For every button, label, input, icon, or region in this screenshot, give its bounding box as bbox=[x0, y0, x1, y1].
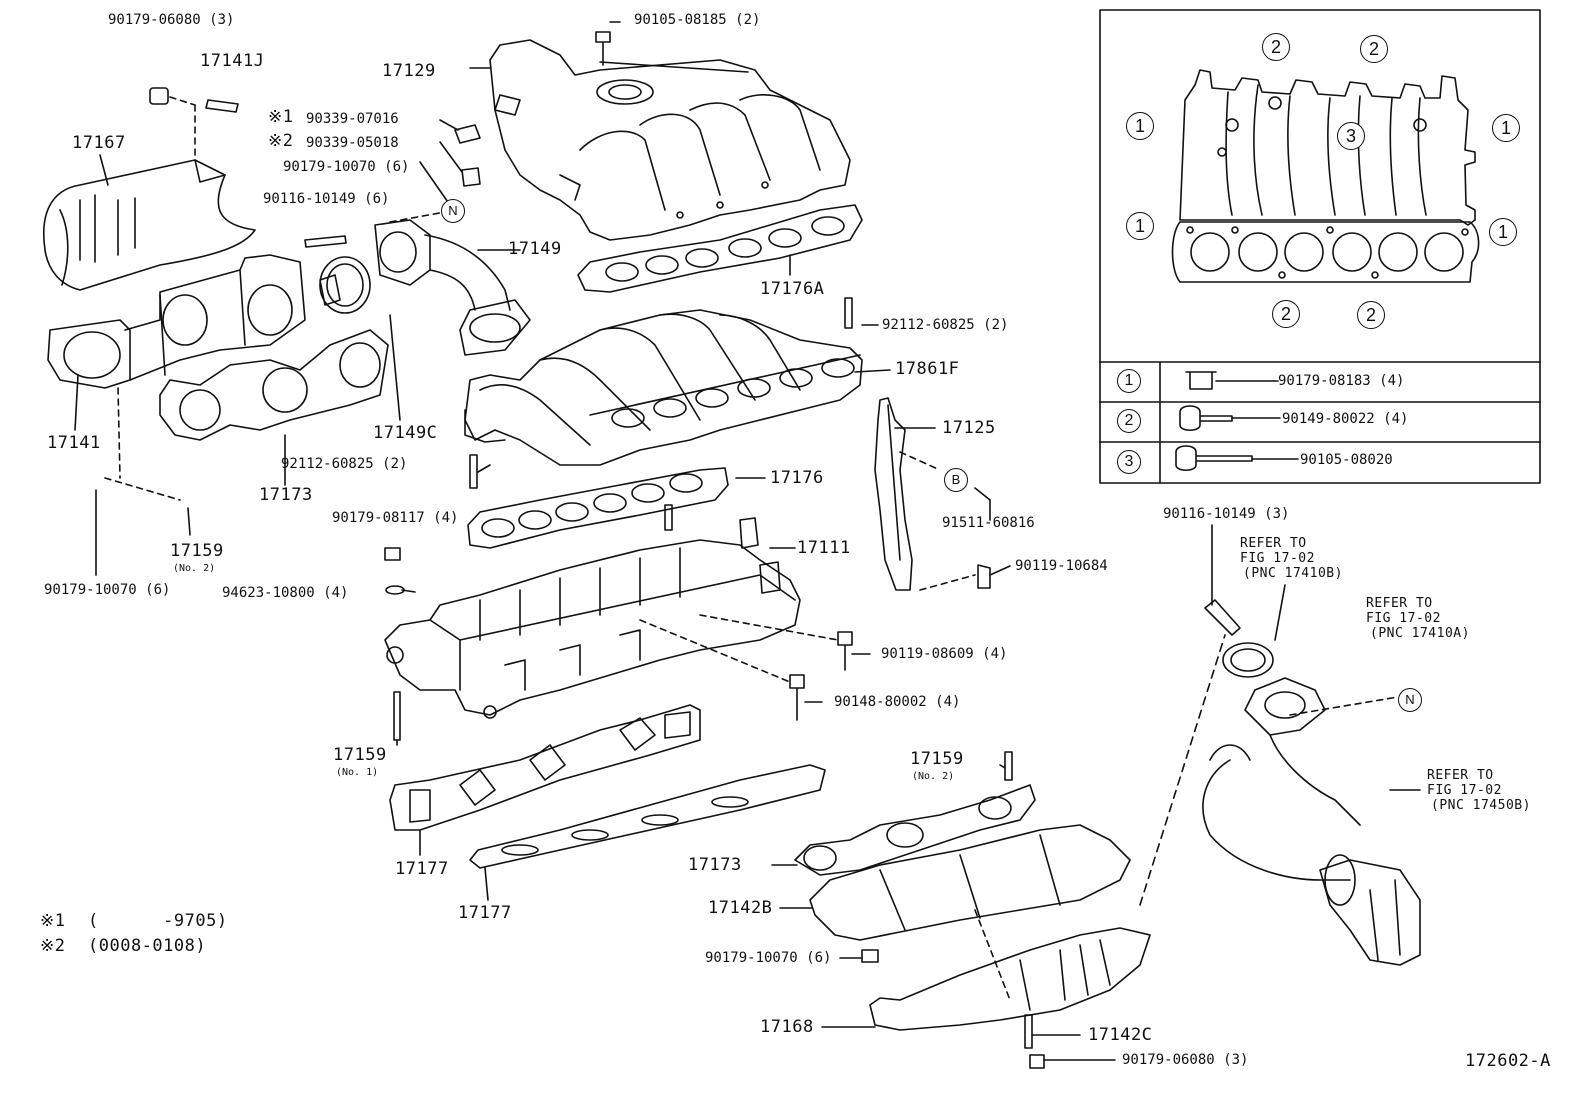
note-1-range: ( -9705) bbox=[88, 911, 228, 931]
inset-marker-3: 3 bbox=[1337, 122, 1365, 150]
pipe-17149-art bbox=[374, 219, 531, 356]
refer-note-2-line-3: (PNC 17410A) bbox=[1370, 626, 1470, 641]
gasket-17176A-art bbox=[577, 204, 863, 293]
callout-17173-a: 17173 bbox=[259, 485, 313, 505]
inset-marker-1: 1 bbox=[1492, 114, 1520, 142]
callout-17177-a: 17177 bbox=[395, 859, 449, 879]
legend-part-2: 90149-80022 (4) bbox=[1282, 411, 1409, 427]
callout-17177-b: 17177 bbox=[458, 903, 512, 923]
callout-94623-10800: 94623-10800 (4) bbox=[222, 585, 349, 601]
connection-mark-N-right: N bbox=[1398, 688, 1422, 712]
nut-90179-06080-art bbox=[149, 87, 169, 105]
callout-17159-no1: 17159 bbox=[333, 745, 387, 765]
connection-mark-B: B bbox=[944, 468, 968, 492]
callout-92112-60825-a: 92112-60825 (2) bbox=[882, 317, 1009, 333]
heat-insulator-17167-art bbox=[43, 159, 256, 291]
callout-17159-no2-right-sub: (No. 2) bbox=[912, 771, 955, 782]
callout-90148-80002: 90148-80002 (4) bbox=[834, 694, 961, 710]
callout-17159-no2-left-sub: (No. 2) bbox=[173, 563, 216, 574]
callout-90179-06080-bottom: 90179-06080 (3) bbox=[1122, 1052, 1249, 1068]
callout-17125: 17125 bbox=[942, 418, 996, 438]
note-2-range: (0008-0108) bbox=[88, 936, 207, 956]
heat-insulator-17168-art bbox=[869, 927, 1151, 1031]
legend-part-1: 90179-08183 (4) bbox=[1278, 373, 1405, 389]
callout-17861F: 17861F bbox=[895, 359, 960, 379]
callout-90179-06080-top: 90179-06080 (3) bbox=[108, 12, 235, 28]
gasket-17173-art bbox=[159, 329, 389, 441]
callout-17142C: 17142C bbox=[1088, 1025, 1153, 1045]
inset-marker-1: 1 bbox=[1489, 218, 1517, 246]
refer-note-3-line-3: (PNC 17450B) bbox=[1431, 798, 1531, 813]
inset-marker-1: 1 bbox=[1126, 212, 1154, 240]
callout-90179-10070-a: 90179-10070 (6) bbox=[283, 159, 410, 175]
connection-mark-N-left: N bbox=[441, 199, 465, 223]
note-1-symbol: ※1 bbox=[40, 911, 66, 931]
callout-91511-60816: 91511-60816 bbox=[942, 515, 1035, 531]
callout-90179-08117: 90179-08117 (4) bbox=[332, 510, 459, 526]
callout-17173-b: 17173 bbox=[688, 855, 742, 875]
inset-marker-2: 2 bbox=[1357, 301, 1385, 329]
gasket-17149C-art bbox=[319, 256, 371, 314]
callout-17141J: 17141J bbox=[200, 51, 265, 71]
legend-key-1: 1 bbox=[1117, 369, 1141, 393]
callout-90119-10684: 90119-10684 bbox=[1015, 558, 1108, 574]
callout-17149: 17149 bbox=[508, 239, 562, 259]
callout-17149C: 17149C bbox=[373, 423, 438, 443]
refer-note-3-line-2: FIG 17-02 bbox=[1427, 783, 1502, 798]
callout-90105-08185: 90105-08185 (2) bbox=[634, 12, 761, 28]
legend-key-3: 3 bbox=[1117, 450, 1141, 474]
diagram-id: 172602-A bbox=[1465, 1051, 1551, 1071]
refer-note-1-line-1: REFER TO bbox=[1240, 536, 1307, 551]
callout-17159-no2-left: 17159 bbox=[170, 541, 224, 561]
gasket-17177-art bbox=[389, 704, 826, 869]
callout-92112-60825-b: 92112-60825 (2) bbox=[281, 456, 408, 472]
stud-17141J-art bbox=[205, 99, 239, 113]
inset-marker-2: 2 bbox=[1360, 35, 1388, 63]
note-2-symbol: ※2 bbox=[40, 936, 66, 956]
refer-note-3-line-1: REFER TO bbox=[1427, 768, 1494, 783]
plug-90339-05018-art bbox=[461, 167, 481, 187]
callout-17168: 17168 bbox=[760, 1017, 814, 1037]
callout-17111: 17111 bbox=[797, 538, 851, 558]
nut-90179-08117-art bbox=[384, 547, 401, 561]
refer-note-1-line-3: (PNC 17410B) bbox=[1243, 566, 1343, 581]
callout-mark-1: ※1 bbox=[268, 107, 294, 127]
callout-17142B: 17142B bbox=[708, 898, 773, 918]
inset-detail-box bbox=[1099, 9, 1541, 484]
callout-90179-10070-b: 90179-10070 (6) bbox=[44, 582, 171, 598]
callout-90339-07016: 90339-07016 bbox=[306, 111, 399, 127]
refer-note-1-line-2: FIG 17-02 bbox=[1240, 551, 1315, 566]
plug-90339-07016-art bbox=[454, 124, 481, 144]
refer-note-2-line-2: FIG 17-02 bbox=[1366, 611, 1441, 626]
callout-90119-08609: 90119-08609 (4) bbox=[881, 646, 1008, 662]
callout-17176: 17176 bbox=[770, 468, 824, 488]
inset-marker-1: 1 bbox=[1126, 112, 1154, 140]
gasket-17176-art bbox=[467, 467, 729, 549]
inset-marker-2: 2 bbox=[1262, 33, 1290, 61]
callout-17176A: 17176A bbox=[760, 279, 825, 299]
legend-part-3: 90105-08020 bbox=[1300, 452, 1393, 468]
inset-marker-2: 2 bbox=[1272, 300, 1300, 328]
intake-manifold-17861F-art bbox=[464, 309, 863, 466]
exhaust-pipe-art bbox=[1202, 599, 1421, 966]
callout-90116-10149-6: 90116-10149 (6) bbox=[263, 191, 390, 207]
exhaust-manifold-17141-art bbox=[47, 254, 341, 389]
callout-17129: 17129 bbox=[382, 61, 436, 81]
callout-mark-2: ※2 bbox=[268, 131, 294, 151]
legend-key-2: 2 bbox=[1117, 409, 1141, 433]
callout-17167: 17167 bbox=[72, 133, 126, 153]
callout-17159-no1-sub: (No. 1) bbox=[336, 767, 379, 778]
callout-17141: 17141 bbox=[47, 433, 101, 453]
lower-intake-17111-art bbox=[384, 504, 801, 719]
egr-pipe-17125-art bbox=[874, 397, 913, 591]
refer-note-2-line-1: REFER TO bbox=[1366, 596, 1433, 611]
callout-90179-10070-c: 90179-10070 (6) bbox=[705, 950, 832, 966]
callout-90116-10149-3: 90116-10149 (3) bbox=[1163, 506, 1290, 522]
callout-90339-05018: 90339-05018 bbox=[306, 135, 399, 151]
exhaust-manifold-17142B-art bbox=[794, 784, 1131, 941]
intake-plenum-17129-art bbox=[489, 39, 851, 241]
callout-17159-no2-right: 17159 bbox=[910, 749, 964, 769]
